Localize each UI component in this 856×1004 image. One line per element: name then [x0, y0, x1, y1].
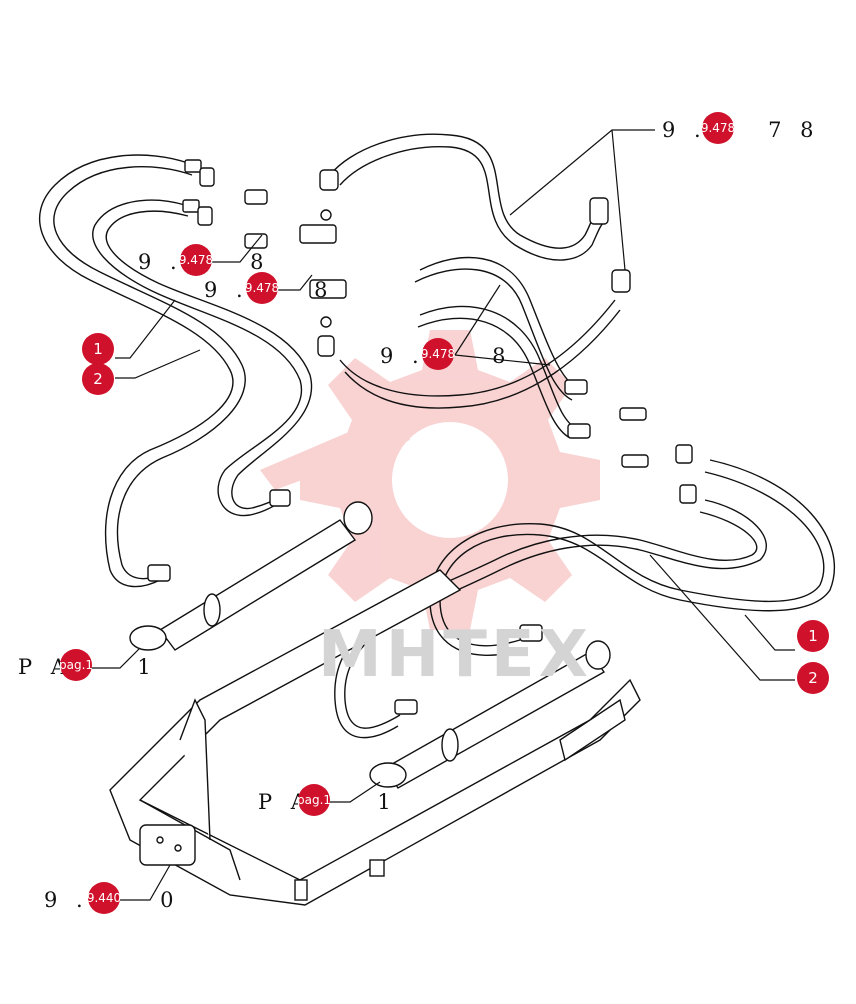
hose-top-right — [329, 133, 601, 249]
hose-2-left — [92, 199, 303, 517]
hose-lines — [38, 133, 836, 739]
callout-1-right[interactable]: 1 — [797, 620, 829, 652]
chassis-frame — [109, 569, 641, 906]
ref-mid-left-b: 9 . 8 — [204, 278, 333, 302]
ref-bottom-left: 9 . 0 — [44, 888, 179, 912]
watermark-gear-icon — [260, 330, 600, 630]
ref-suffix: 1 — [377, 790, 397, 814]
page-link-badge[interactable]: pag.1 — [297, 784, 331, 816]
ref-prefix: 9 . — [204, 278, 249, 302]
ref-center: 9 . 8 — [380, 344, 511, 368]
ref-suffix: 8 — [314, 278, 334, 302]
ref-pa-left: P A 1 — [18, 655, 157, 679]
ref-prefix: 9 . — [380, 344, 425, 368]
ref-link-badge[interactable]: 9.440 — [87, 882, 121, 914]
page-link-badge[interactable]: pag.1 — [59, 649, 93, 681]
ref-prefix: P A — [18, 655, 72, 679]
watermark-text: MHTEX — [318, 618, 592, 692]
ref-prefix: 9 . — [44, 888, 89, 912]
ref-prefix: 9 . — [138, 250, 183, 274]
ref-link-badge[interactable]: 9.478 — [245, 272, 279, 304]
cylinders — [129, 501, 611, 789]
ref-suffix: 7 8 — [768, 118, 820, 142]
callout-1-left[interactable]: 1 — [82, 333, 114, 365]
ref-link-badge[interactable]: 9.478 — [179, 244, 213, 276]
ref-top-right: 9 . 7 8 — [662, 118, 820, 142]
ref-suffix: 8 — [250, 250, 270, 274]
ref-pa-bottom: P A 1 — [258, 790, 397, 814]
ref-prefix: 9 . — [662, 118, 707, 142]
ref-suffix: 0 — [160, 888, 180, 912]
ref-suffix: 8 — [492, 344, 512, 368]
fittings — [147, 159, 697, 715]
callout-2-left[interactable]: 2 — [82, 363, 114, 395]
ref-mid-left-a: 9 . 8 — [138, 250, 269, 274]
hose-2-right — [344, 499, 767, 729]
hose-1-left — [38, 154, 234, 588]
leader-lines — [90, 129, 795, 901]
callout-2-right[interactable]: 2 — [797, 662, 829, 694]
hose-1-right — [439, 459, 836, 647]
ref-link-badge[interactable]: 9.478 — [701, 112, 735, 144]
ref-prefix: P A — [258, 790, 312, 814]
ref-suffix: 1 — [137, 655, 157, 679]
ref-link-badge[interactable]: 9.478 — [421, 338, 455, 370]
